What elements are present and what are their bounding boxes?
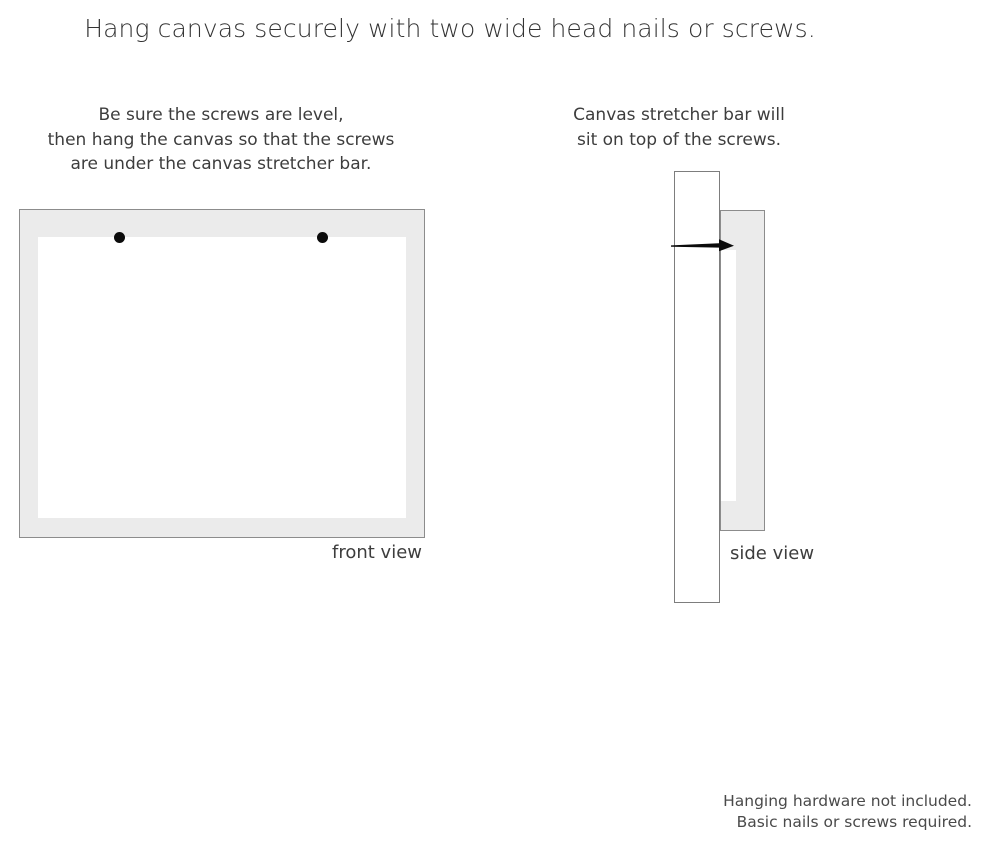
front-instruction-line-1: Be sure the screws are level, bbox=[98, 105, 344, 125]
page-title: Hang canvas securely with two wide head … bbox=[84, 14, 816, 43]
nail-icon bbox=[671, 238, 735, 254]
side-view-instructions: Canvas stretcher bar will sit on top of … bbox=[540, 103, 818, 152]
right-screw-icon bbox=[317, 232, 328, 243]
stretcher-bar-gap bbox=[721, 250, 736, 501]
front-view-diagram bbox=[19, 209, 425, 538]
side-view-diagram bbox=[671, 171, 794, 606]
front-view-label: front view bbox=[332, 542, 422, 563]
side-instruction-line-1: Canvas stretcher bar will bbox=[573, 105, 785, 125]
canvas-surface-front bbox=[38, 237, 406, 518]
left-screw-icon bbox=[114, 232, 125, 243]
side-instruction-line-2: sit on top of the screws. bbox=[576, 129, 782, 150]
footnote-line-1: Hanging hardware not included. bbox=[723, 792, 972, 810]
front-instruction-line-2: then hang the canvas so that the screws bbox=[47, 129, 395, 150]
front-view-instructions: Be sure the screws are level, then hang … bbox=[0, 103, 442, 177]
side-view-label: side view bbox=[730, 543, 815, 564]
footnote-line-2: Basic nails or screws required. bbox=[736, 813, 972, 831]
footnote: Hanging hardware not included. Basic nai… bbox=[552, 791, 972, 833]
wall-cross-section bbox=[674, 171, 720, 603]
front-instruction-line-3: are under the canvas stretcher bar. bbox=[70, 154, 372, 174]
